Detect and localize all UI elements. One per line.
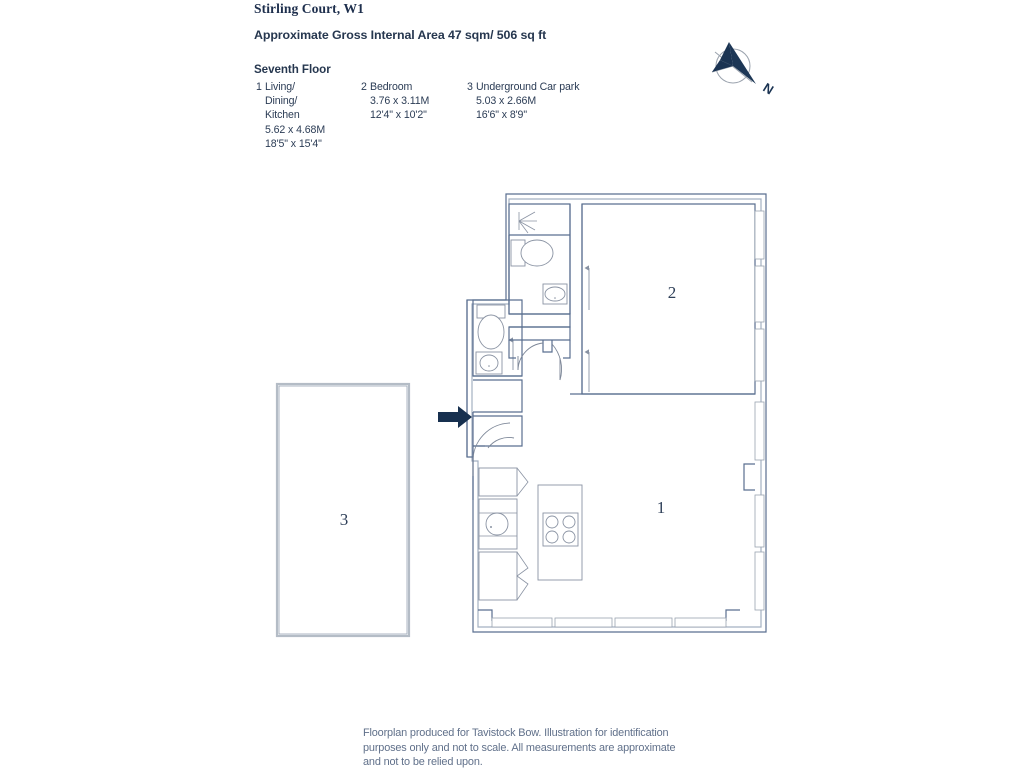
carpark-area: 3 <box>275 382 411 638</box>
room-key-text-2: Bedroom 3.76 x 3.11M 12'4" x 10'2" <box>370 80 429 123</box>
room-key-imperial-2: 12'4" x 10'2" <box>370 109 427 122</box>
basin-ensuite-icon <box>542 283 568 305</box>
floor-label: Seventh Floor <box>254 63 331 76</box>
room-key-number-1: 1 <box>256 81 262 93</box>
kitchen-island <box>537 484 583 581</box>
basin-wc-icon <box>475 351 503 375</box>
wc-room <box>472 299 523 457</box>
room-key-metric-1: 5.62 x 4.68M <box>265 123 326 136</box>
gross-internal-area: Approximate Gross Internal Area 47 sqm/ … <box>254 28 547 42</box>
room-key-metric-2: 3.76 x 3.11M <box>370 95 430 108</box>
room-key-number-3: 3 <box>467 81 473 93</box>
compass-rose: N <box>700 38 780 100</box>
kitchen-units <box>478 467 529 601</box>
floorplan-drawing: .w { fill:#c7ccd2; stroke:#5a6f90; strok… <box>260 180 800 660</box>
room-key-name-3: Underground Car park <box>476 81 580 93</box>
bedroom-room: 2 <box>581 203 765 395</box>
compass-north-icon: N <box>711 42 776 98</box>
room-key-metric-3: 5.03 x 2.66M <box>476 95 537 108</box>
room-key-imperial-1: 18'5" x 15'4" <box>265 137 322 150</box>
room-key-name-1: Living/ Dining/ Kitchen <box>265 81 300 122</box>
room-key-text-1: Living/ Dining/ Kitchen 5.62 x 4.68M 18'… <box>265 80 325 151</box>
toilet-wc-icon <box>476 304 506 350</box>
floorplan-svg: .w { fill:#c7ccd2; stroke:#5a6f90; strok… <box>275 193 767 638</box>
room-number-bedroom: 2 <box>668 283 677 302</box>
room-key-name-2: Bedroom <box>370 81 413 93</box>
kitchen-sink-icon <box>485 512 509 536</box>
living-bedroom-divider <box>570 393 755 395</box>
room-key-number-2: 2 <box>361 81 367 93</box>
corridor-double-doors <box>508 326 571 381</box>
entrance-arrow-icon <box>438 406 472 428</box>
toilet-ensuite-icon <box>510 239 554 267</box>
header-block: Stirling Court, W1 Approximate Gross Int… <box>254 0 714 77</box>
living-bottom-windows <box>478 609 740 628</box>
living-right-windows <box>743 401 765 611</box>
room-number-carpark: 3 <box>340 510 349 529</box>
bedroom-windows <box>754 210 765 382</box>
shower-head-icon <box>518 211 537 234</box>
kitchen-hob-icon <box>542 512 579 547</box>
room-key-text-3: Underground Car park 5.03 x 2.66M 16'6" … <box>476 80 580 123</box>
entrance-door <box>472 415 523 476</box>
room-number-living: 1 <box>657 498 666 517</box>
compass-label: N <box>760 80 776 98</box>
ensuite-bathroom <box>508 203 571 328</box>
disclaimer-text: Floorplan produced for Tavistock Bow. Il… <box>363 727 676 769</box>
room-key-imperial-3: 16'6" x 8'9" <box>476 109 528 122</box>
page-title: Stirling Court, W1 <box>254 1 364 16</box>
